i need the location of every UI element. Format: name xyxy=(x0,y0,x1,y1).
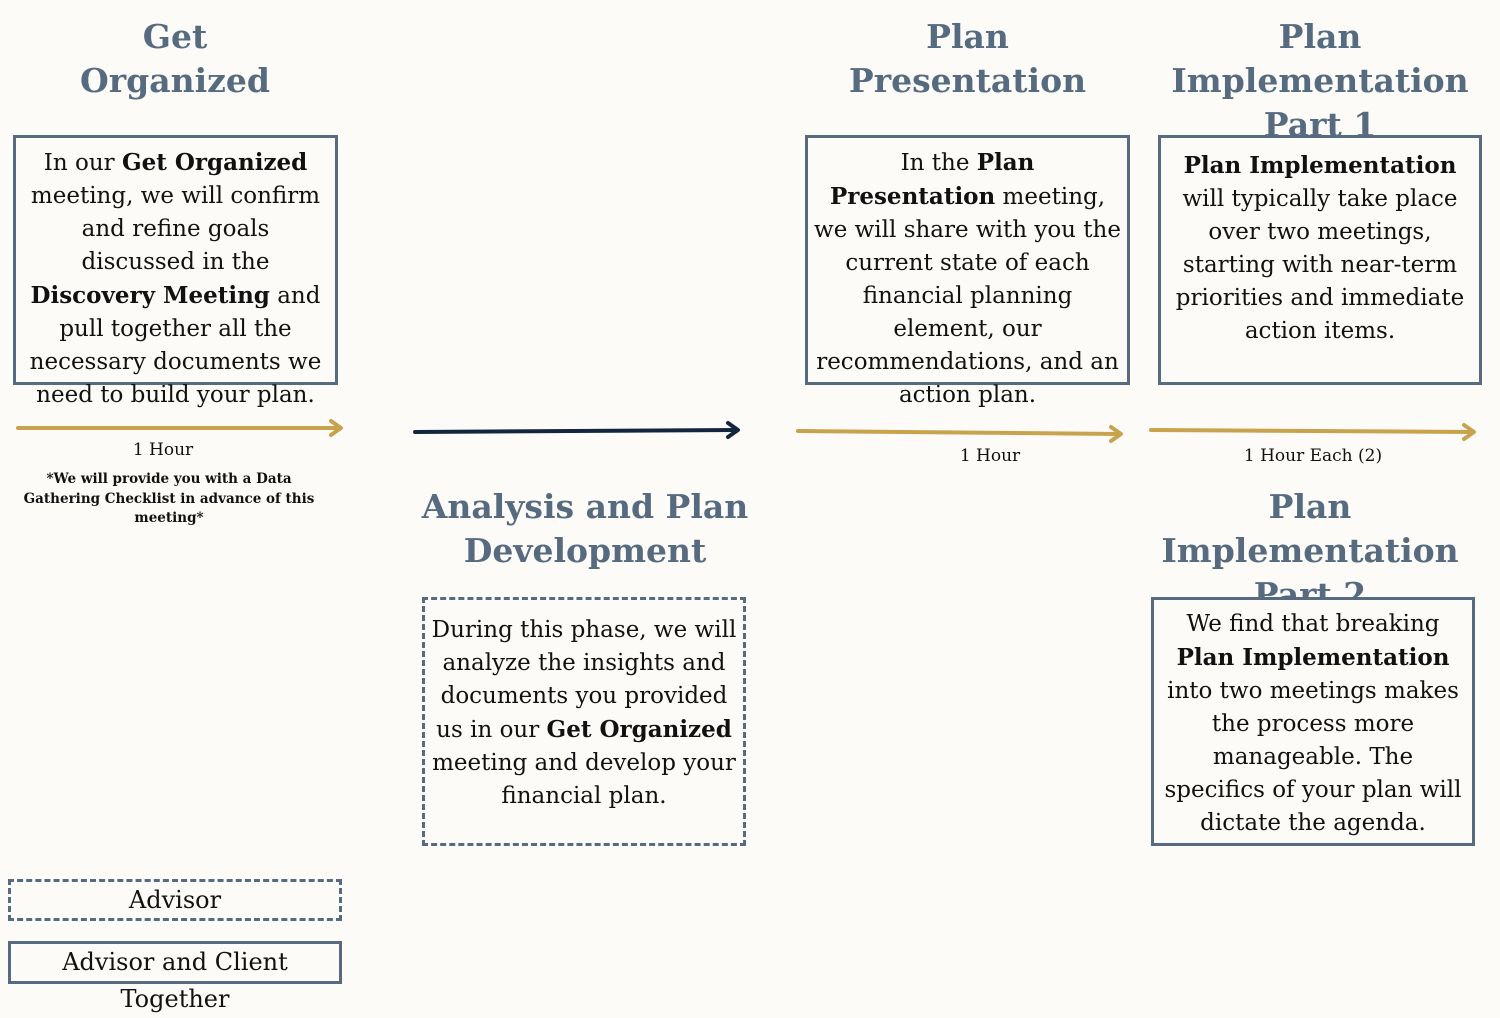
get-organized-duration: 1 Hour xyxy=(132,440,194,460)
plan-implementation-part1-description: Plan Implementation will typically take … xyxy=(1158,135,1482,385)
text-run: In our xyxy=(43,150,122,176)
bold-phrase: Plan Implementation xyxy=(1176,644,1450,671)
bold-phrase: Plan Implementation xyxy=(1183,152,1457,179)
text-run: meeting, we will confirm and refine goal… xyxy=(30,183,321,275)
get-organized-note: *We will provide you with a Data Gatheri… xyxy=(23,471,315,526)
legend-advisor: Advisor xyxy=(8,879,342,921)
bold-phrase: Plan Presentation xyxy=(829,149,1035,210)
text-run: We find that breaking xyxy=(1186,611,1440,637)
text-run: and pull together all the necessary docu… xyxy=(29,283,322,408)
text-run: In the xyxy=(900,150,977,176)
arrow-analysis xyxy=(413,421,740,439)
analysis-description: During this phase, we will analyze the i… xyxy=(422,597,746,846)
text-run: will typically take place over two meeti… xyxy=(1175,186,1465,344)
text-run: meeting and develop your financial plan. xyxy=(432,750,736,809)
bold-phrase: Get Organized xyxy=(546,716,732,743)
arrow-plan-presentation xyxy=(796,425,1123,443)
arrow-get-organized xyxy=(16,419,343,437)
plan-implementation-duration: 1 Hour Each (2) xyxy=(1243,446,1383,466)
plan-presentation-description: In the Plan Presentation meeting, we wil… xyxy=(805,135,1130,408)
text-run: meeting, we will share with you the curr… xyxy=(814,184,1121,408)
legend-advisor-and-client: Advisor and Client Together xyxy=(8,941,342,1013)
plan-implementation-part2-description: We find that breaking Plan Implementatio… xyxy=(1151,597,1475,846)
text-run: During this phase, we will analyze the i… xyxy=(431,617,737,743)
arrow-plan-implementation xyxy=(1149,423,1476,441)
plan-presentation-duration: 1 Hour xyxy=(959,446,1021,466)
text-run: into two meetings makes the process more… xyxy=(1164,678,1462,836)
bold-phrase: Get Organized xyxy=(121,149,308,176)
get-organized-description: In our Get Organized meeting, we will co… xyxy=(13,135,338,408)
bold-phrase: Discovery Meeting xyxy=(30,282,270,309)
